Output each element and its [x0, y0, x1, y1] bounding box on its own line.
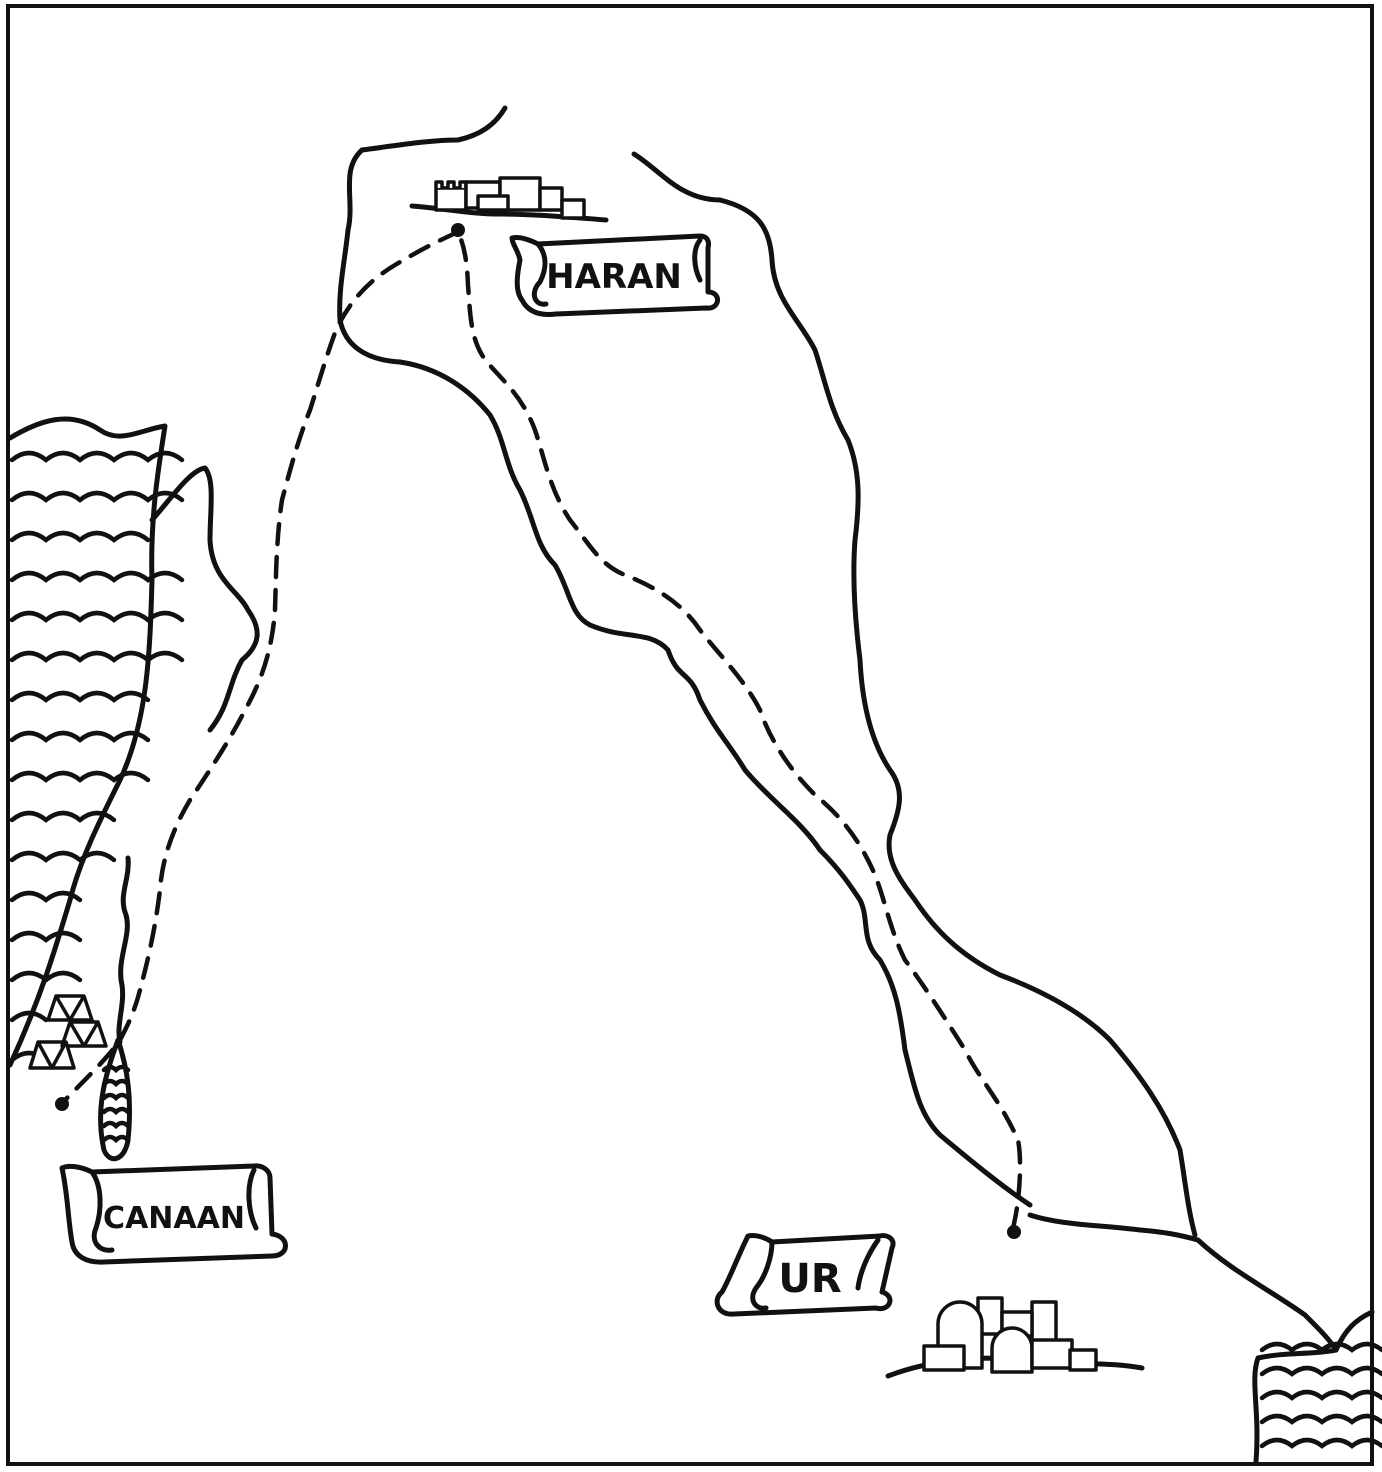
wave-mark — [9, 970, 83, 983]
dead-sea — [98, 1037, 133, 1162]
haran-town-icon — [409, 176, 609, 223]
route-haran-to-canaan — [59, 229, 461, 1106]
wave-mark — [1259, 1437, 1382, 1449]
journey-route — [55, 223, 1023, 1239]
ur-label: UR — [778, 1256, 841, 1302]
tigris-river — [631, 151, 1198, 1238]
canaan-marker — [55, 1097, 69, 1111]
shatt-al-arab — [1027, 1212, 1339, 1353]
wave-mark — [9, 650, 185, 663]
wave-mark — [9, 730, 151, 743]
wave-mark — [9, 930, 83, 943]
ur-marker — [1007, 1225, 1021, 1239]
wave-mark — [1259, 1365, 1382, 1377]
canaan-tents-icon — [28, 994, 108, 1070]
persian-gulf — [1252, 1309, 1382, 1465]
haran-label: HARAN — [546, 257, 682, 297]
mediterranean-sea — [7, 416, 185, 1068]
route-ur-to-haran — [455, 229, 1023, 1231]
wave-mark — [101, 1092, 131, 1102]
wave-mark — [1259, 1341, 1382, 1353]
wave-mark — [101, 1106, 131, 1116]
wave-mark — [9, 810, 117, 823]
wave-mark — [9, 890, 83, 903]
wave-mark — [101, 1120, 131, 1130]
haran-marker — [451, 223, 465, 237]
canaan-label: CANAAN — [103, 1201, 245, 1236]
wave-mark — [1259, 1413, 1382, 1425]
euphrates-river — [337, 147, 1033, 1208]
wave-mark — [9, 450, 185, 463]
coastline-north — [149, 465, 260, 733]
euphrates-north — [359, 105, 508, 153]
wave-mark — [9, 570, 185, 583]
wave-mark — [9, 530, 151, 543]
jordan-river — [116, 855, 131, 1045]
wave-mark — [101, 1134, 131, 1144]
wave-mark — [9, 690, 151, 703]
wave-mark — [9, 1010, 49, 1023]
haran-scroll-label: HARAN — [509, 233, 720, 317]
wave-mark — [101, 1064, 131, 1074]
wave-mark — [1259, 1389, 1382, 1401]
ur-scroll-label: UR — [714, 1233, 896, 1317]
wave-mark — [101, 1078, 131, 1088]
wave-mark — [9, 490, 185, 503]
canaan-scroll-label: CANAAN — [59, 1163, 288, 1265]
wave-mark — [9, 610, 185, 623]
wave-mark — [9, 850, 117, 863]
ur-town-icon — [885, 1296, 1145, 1379]
wave-mark — [9, 770, 151, 783]
